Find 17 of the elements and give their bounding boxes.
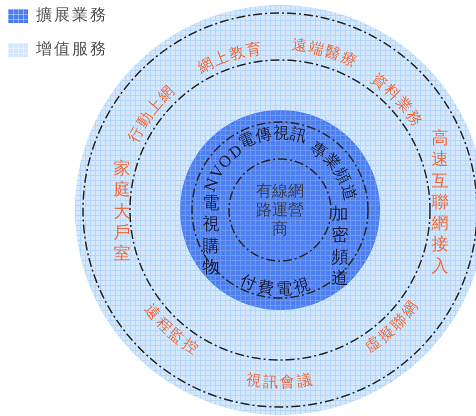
legend-label: 擴展業務 [36,5,108,26]
service-label: 虛擬聯網 [361,296,422,356]
service-label: 資料業務 [368,69,428,131]
service-label: 加密頻道 [331,204,349,290]
inner-disc [180,110,380,310]
service-label: 網上教育 [194,38,264,77]
service-label: 高速互聯網接入 [431,128,449,278]
service-label: 遠端醫療 [291,35,362,72]
service-label: 家庭大戶室 [113,158,131,266]
service-label: 遠程監控 [141,300,204,359]
service-label: 行動上網 [124,80,180,146]
service-label: 付費電視 [238,270,314,298]
legend-label: 增值服務 [36,39,108,60]
service-label: 電視購物 [202,194,220,278]
center-label: 有線網路運營商 [255,181,305,239]
service-label: 專業頻道 [307,137,362,204]
service-label: 視訊會議 [244,370,316,392]
